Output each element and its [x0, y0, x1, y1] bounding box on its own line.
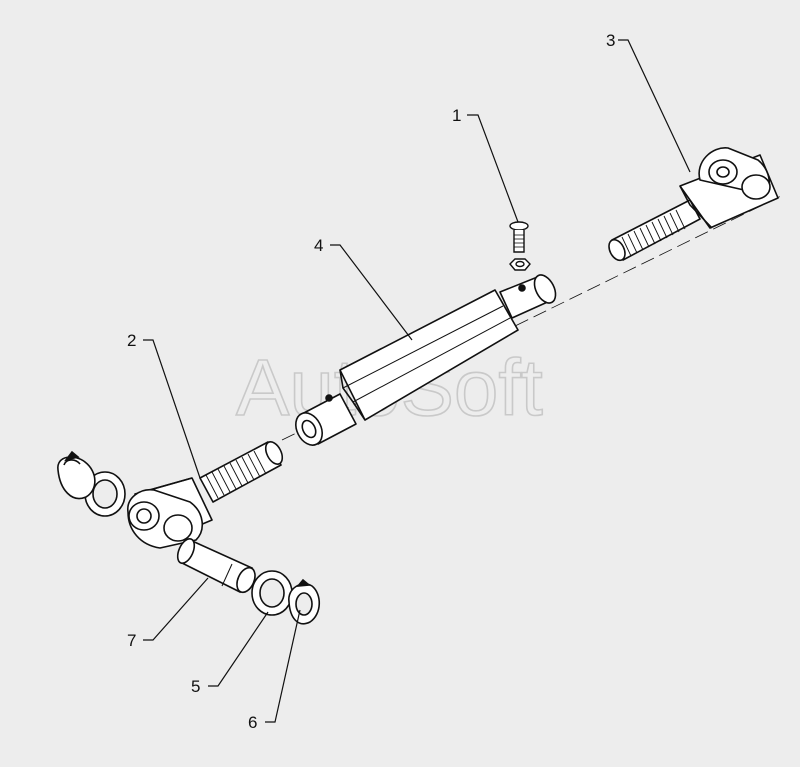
callout-4: 4 — [314, 236, 323, 255]
leader-5 — [208, 611, 269, 687]
part-2-clevis-left — [127, 441, 284, 549]
part-6-retaining-clip — [288, 578, 321, 625]
leader-1 — [467, 114, 519, 223]
part-5-washer — [251, 570, 293, 616]
leader-3 — [618, 39, 691, 173]
callout-7: 7 — [127, 631, 136, 650]
leader-6 — [265, 609, 301, 723]
callout-6: 6 — [248, 713, 257, 732]
callout-1: 1 — [452, 106, 461, 125]
part-7-pin — [176, 537, 256, 594]
part-1-screw-nut — [509, 221, 531, 271]
callout-3: 3 — [606, 31, 615, 50]
leader-7 — [143, 577, 209, 641]
callout-labels: 1 2 3 4 5 6 7 — [127, 31, 615, 732]
leader-2 — [143, 339, 201, 479]
leader-4 — [330, 244, 413, 341]
part-3-clevis-right — [608, 147, 779, 262]
part-4-adjusting-sleeve — [295, 274, 557, 446]
callout-5: 5 — [191, 677, 200, 696]
leader-lines — [143, 39, 691, 723]
left-washer-and-clip — [57, 450, 126, 517]
callout-2: 2 — [127, 331, 136, 350]
